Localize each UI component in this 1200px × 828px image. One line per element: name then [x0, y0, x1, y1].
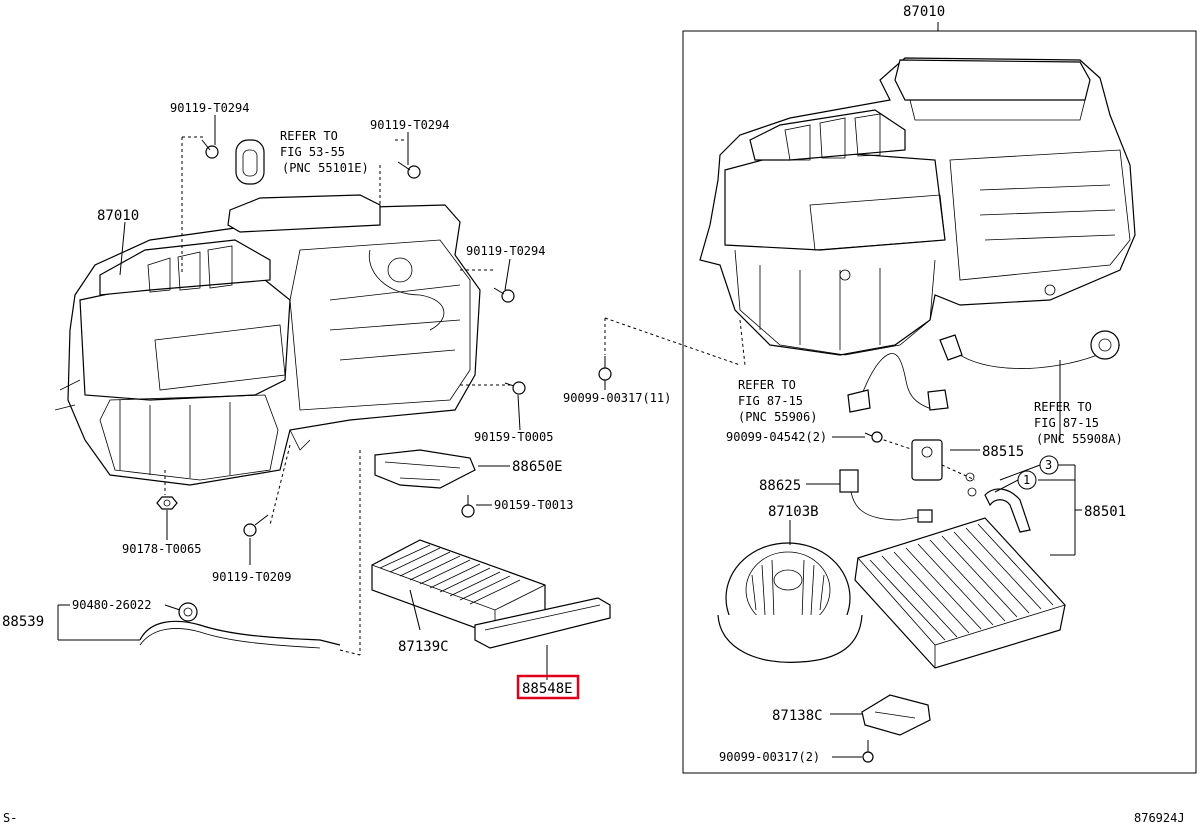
callout-3-text: 3 [1045, 458, 1052, 472]
label-87138c: 87138C [772, 708, 823, 724]
label-90099-00317-11: 90099-00317(11) [563, 391, 671, 405]
refer-53-55-line1: REFER TO [280, 129, 338, 143]
right-small-parts [598, 330, 1121, 533]
label-90159-t0005: 90159-T0005 [474, 430, 553, 444]
o-ring-icon [967, 487, 977, 497]
drain-hose-88539-drawing [139, 602, 341, 649]
refer-87-15-b-line3: (PNC 55908A) [1036, 432, 1123, 446]
label-87010-left: 87010 [97, 208, 139, 224]
refer-87-15-b-line1: REFER TO [1034, 400, 1092, 414]
label-90480-26022: 90480-26022 [72, 598, 151, 612]
label-90119-t0294-b: 90119-T0294 [370, 118, 449, 132]
bolt-icon [598, 356, 612, 381]
refer-53-55-line3: (PNC 55101E) [282, 161, 369, 175]
label-90119-t0294-a: 90119-T0294 [170, 101, 249, 115]
bolt-icon [243, 514, 269, 537]
label-87103b: 87103B [768, 504, 819, 520]
gasket-icon [235, 139, 265, 185]
unit-assembly-right-drawing [699, 57, 1136, 356]
evaporator-pipe-drawing [984, 488, 1031, 533]
bolt-icon [504, 381, 526, 395]
label-90119-t0294-c: 90119-T0294 [466, 244, 545, 258]
expansion-valve-drawing [911, 439, 943, 481]
left-leader-lines [164, 136, 510, 656]
evaporator-88501-drawing [854, 517, 1066, 669]
label-90099-00317-2: 90099-00317(2) [719, 750, 820, 764]
bolt-icon [397, 161, 421, 179]
bolt-icon [864, 431, 883, 443]
label-90159-t0013: 90159-T0013 [494, 498, 573, 512]
highlight-88548e[interactable]: 88548E [516, 674, 580, 700]
refer-87-15-a-line2: FIG 87-15 [738, 394, 803, 408]
label-88539: 88539 [2, 614, 44, 630]
label-88515: 88515 [982, 444, 1024, 460]
sensor-wire-drawing [847, 353, 949, 413]
callout-circle-1: 1 [1017, 470, 1037, 490]
connector-88625-drawing [839, 469, 933, 523]
assembly-group-frame [682, 22, 1197, 774]
label-88650e: 88650E [512, 459, 563, 475]
sensor-harness-drawing [939, 330, 1121, 369]
bolt-icon [862, 740, 874, 763]
label-88501: 88501 [1084, 504, 1126, 520]
label-90178-t0065: 90178-T0065 [122, 542, 201, 556]
refer-87-15-b-line2: FIG 87-15 [1034, 416, 1099, 430]
o-ring-icon [965, 472, 975, 482]
filter-cover-88548e-drawing [474, 597, 611, 649]
refer-87-15-a-line1: REFER TO [738, 378, 796, 392]
bolt-icon [201, 139, 219, 159]
label-88548e[interactable]: 88548E [522, 681, 573, 697]
callout-circle-3: 3 [1039, 455, 1059, 475]
label-88625: 88625 [759, 478, 801, 494]
corner-mark: S- [3, 811, 17, 825]
bracket-88650e-drawing [374, 449, 476, 489]
unit-assembly-left-drawing [54, 194, 481, 486]
resistor-87138c-drawing [861, 694, 931, 736]
nut-icon [156, 496, 178, 510]
left-screws [156, 139, 526, 537]
label-87139c: 87139C [398, 639, 449, 655]
label-90099-04542-2: 90099-04542(2) [726, 430, 827, 444]
label-87010-right: 87010 [903, 4, 945, 20]
refer-53-55-line2: FIG 53-55 [280, 145, 345, 159]
label-90119-t0209: 90119-T0209 [212, 570, 291, 584]
bolt-icon [461, 495, 475, 518]
refer-87-15-a-line3: (PNC 55906) [738, 410, 817, 424]
blower-motor-87103b-drawing [717, 542, 863, 663]
figure-id: 876924J [1134, 811, 1185, 825]
label-leaders [57, 115, 1082, 758]
callout-1-text: 1 [1023, 473, 1030, 487]
bolt-icon [493, 287, 515, 303]
